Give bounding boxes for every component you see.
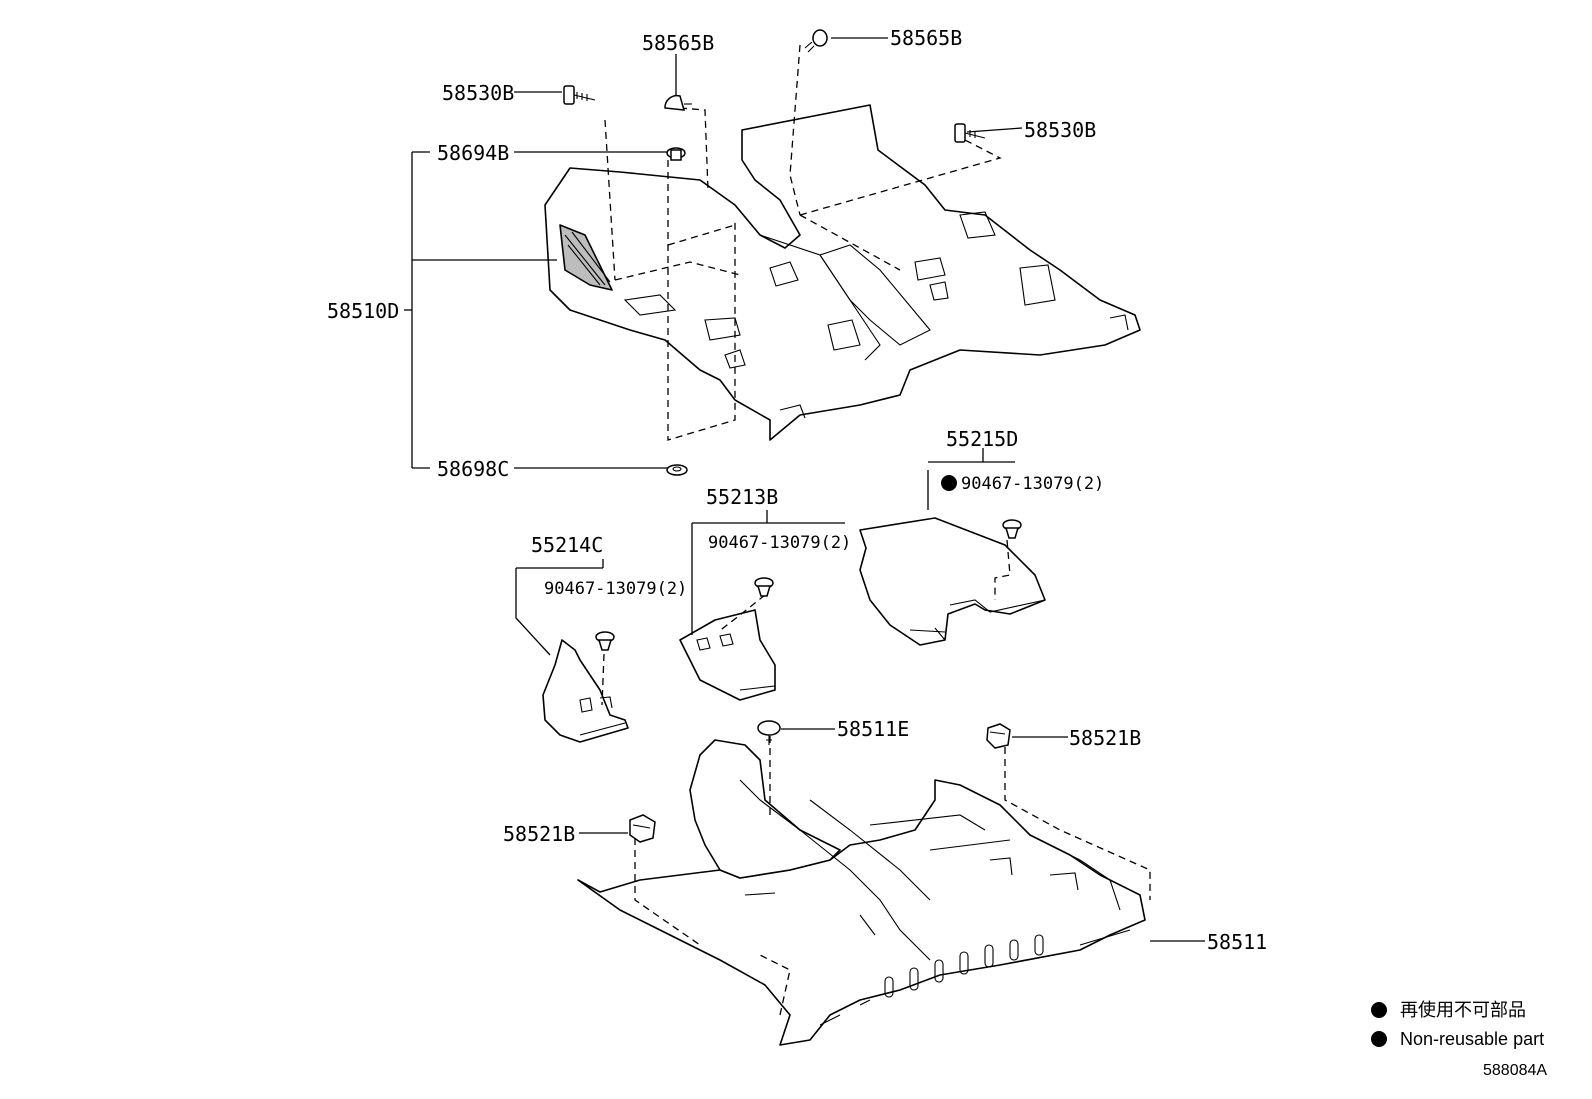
legend-japanese: 再使用不可部品 bbox=[1400, 1000, 1526, 1020]
lower-dash-lines bbox=[634, 736, 1151, 1016]
label-58565B: 58565B bbox=[642, 31, 714, 55]
panel-55213B bbox=[679, 510, 845, 701]
label-58521B: 58521B bbox=[503, 822, 575, 846]
panel-55215D bbox=[859, 448, 1046, 646]
clip-icon bbox=[1002, 519, 1022, 539]
floor-insulator-58511 bbox=[577, 739, 1146, 1046]
clip-icon bbox=[804, 29, 828, 53]
washer-icon bbox=[666, 464, 688, 476]
label-55213B: 55213B bbox=[706, 485, 778, 509]
fasteners-upper bbox=[563, 29, 986, 476]
panel-55214C bbox=[515, 559, 629, 743]
label-55215D: 55215D bbox=[946, 427, 1018, 451]
label-55214C: 55214C bbox=[531, 533, 603, 557]
upper-dash-lines bbox=[604, 44, 1002, 441]
clip-icon bbox=[629, 814, 656, 843]
clip-icon bbox=[595, 631, 615, 651]
clip-icon bbox=[664, 94, 692, 111]
non-reusable-dot-icon bbox=[941, 475, 957, 491]
label-58530B: 58530B bbox=[1024, 118, 1096, 142]
label-58511E: 58511E bbox=[837, 717, 909, 741]
label-58698C: 58698C bbox=[437, 457, 509, 481]
label-58530B: 58530B bbox=[442, 81, 514, 105]
leader-lines-upper bbox=[404, 37, 1023, 469]
label-90467-13079: 90467-13079(2) bbox=[708, 533, 851, 553]
part-labels: 58565B 58565B 58530B 58530B 58694B 58510… bbox=[327, 26, 1267, 954]
label-90467-13079: 90467-13079(2) bbox=[544, 579, 687, 599]
label-90467-13079: 90467-13079(2) bbox=[961, 474, 1104, 494]
clip-icon bbox=[986, 723, 1011, 749]
bolt-icon bbox=[563, 85, 596, 105]
fasteners-lower bbox=[629, 720, 1011, 843]
label-58565B: 58565B bbox=[890, 26, 962, 50]
diagram-code: 588084A bbox=[1483, 1062, 1547, 1079]
clip-icon bbox=[754, 577, 774, 597]
label-58694B: 58694B bbox=[437, 141, 509, 165]
leader-lines-lower bbox=[579, 728, 1205, 942]
carpet-assembly-58510D bbox=[544, 104, 1141, 441]
label-58521B: 58521B bbox=[1069, 726, 1141, 750]
non-reusable-dot-icon bbox=[1371, 1002, 1387, 1018]
label-58511: 58511 bbox=[1207, 930, 1267, 954]
grommet-icon bbox=[666, 147, 686, 161]
label-58510D: 58510D bbox=[327, 299, 399, 323]
legend: 再使用不可部品 Non-reusable part 588084A bbox=[1371, 1000, 1547, 1079]
legend-english: Non-reusable part bbox=[1400, 1029, 1544, 1049]
clip-icon bbox=[757, 720, 781, 745]
bolt-icon bbox=[954, 123, 986, 143]
non-reusable-dot-icon bbox=[1371, 1031, 1387, 1047]
